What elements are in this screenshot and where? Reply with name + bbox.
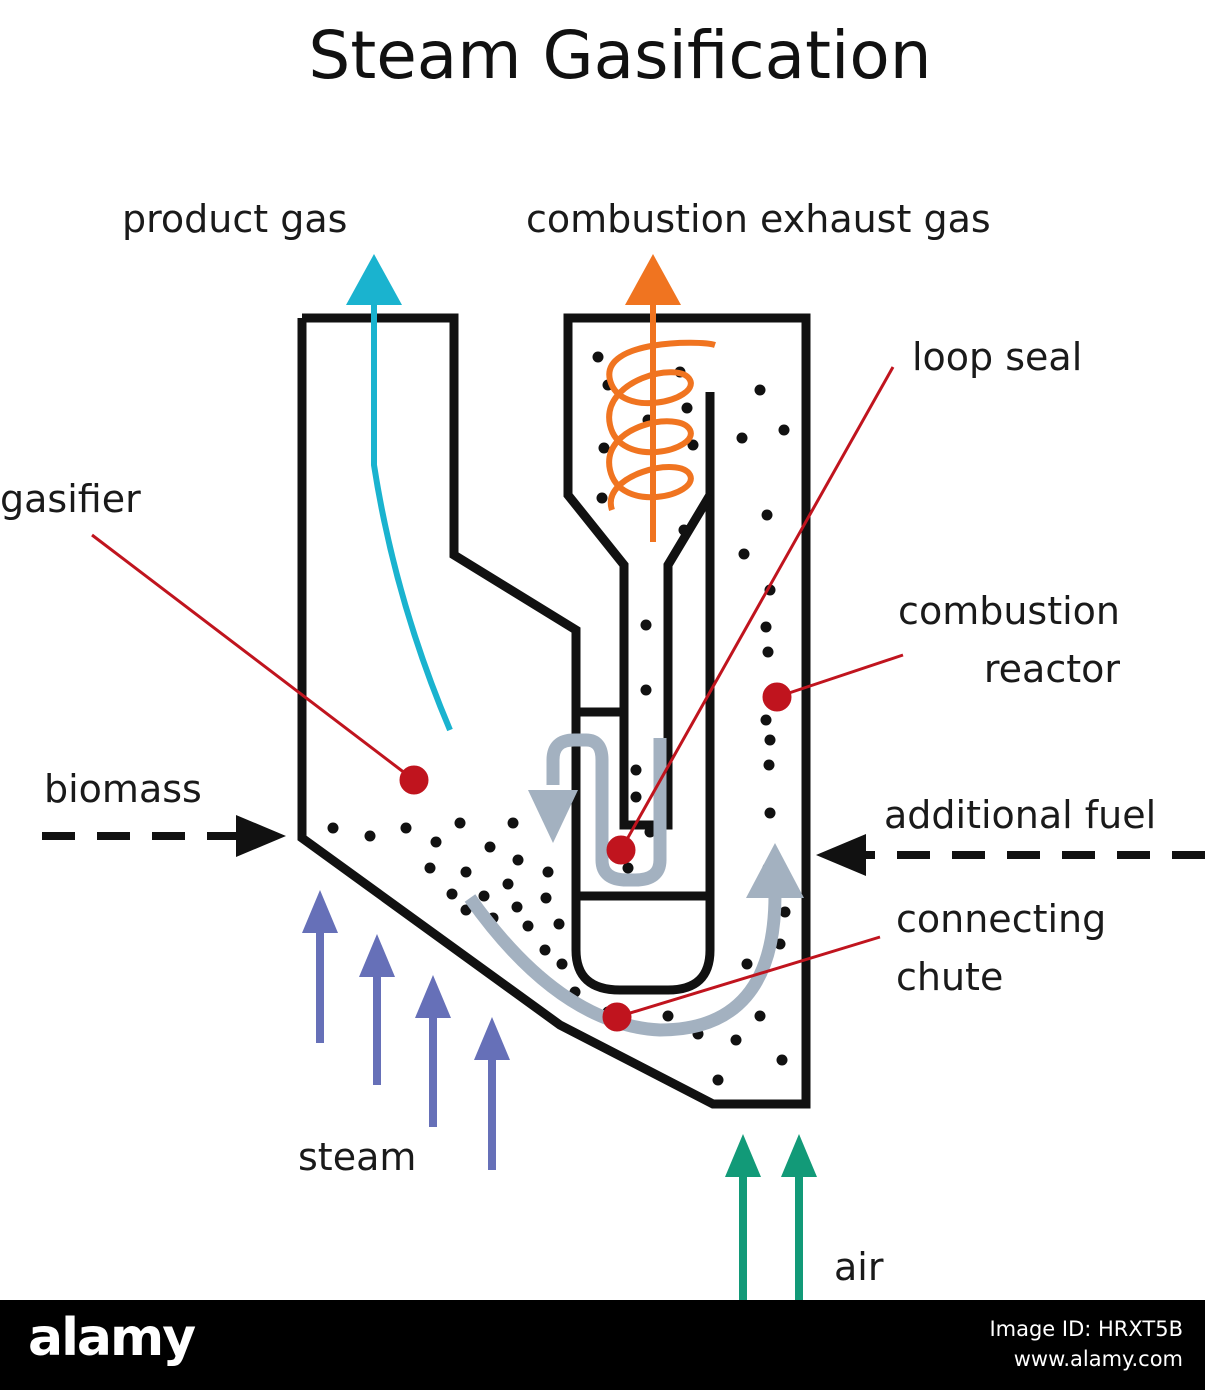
label-combustion-reactor-line2: reactor [984,647,1120,691]
product-gas-arrowhead [346,254,402,305]
watermark-meta: Image ID: HRXT5B www.alamy.com [989,1314,1183,1374]
label-combustion-exhaust-gas: combustion exhaust gas [526,197,991,241]
bottom-vessel-wall [297,313,811,1109]
air-inlet-arrows [725,1134,817,1300]
label-loop-seal: loop seal [912,335,1082,379]
exhaust-gas-flow [606,300,716,542]
label-steam: steam [298,1135,416,1179]
exhaust-gas-arrowhead [625,254,681,305]
label-additional-fuel: additional fuel [884,793,1156,837]
steam-inlet-arrows [302,890,510,1170]
connecting-chute-arrowhead [746,843,804,898]
solids-circulation-arrows [464,733,804,1037]
bed-particles [327,351,791,1086]
biomass-feed-arrow [42,815,286,857]
image-id: Image ID: HRXT5B [989,1317,1183,1341]
additional-fuel-feed-arrow [816,834,1205,876]
connecting-chute-flow-path [464,894,782,1037]
site-url: www.alamy.com [1013,1347,1183,1371]
label-product-gas: product gas [122,197,347,241]
loop-seal-flow-path [546,733,667,887]
product-gas-flow [346,254,453,732]
label-air: air [834,1245,884,1289]
exhaust-heat-coil [606,339,716,511]
label-gasifier: gasifier [0,477,141,521]
loop-seal-u-bend [571,896,715,995]
watermark-footer: alamy Image ID: HRXT5B www.alamy.com [0,1300,1205,1390]
product-gas-line [371,300,453,732]
pointer-lines [91,366,904,1032]
label-connecting-chute-line2: chute [896,955,1003,999]
label-connecting-chute-line1: connecting [896,897,1106,941]
watermark-logo: alamy [28,1308,196,1368]
label-biomass: biomass [44,767,202,811]
labels: product gas combustion exhaust gas loop … [0,197,1156,1289]
steam-gasification-diagram: Steam Gasification [0,17,1205,1300]
diagram-title: Steam Gasification [308,17,931,94]
reactor-outline [297,313,811,1109]
label-combustion-reactor-line1: combustion [898,589,1120,633]
loop-seal-arrowhead [528,790,578,843]
